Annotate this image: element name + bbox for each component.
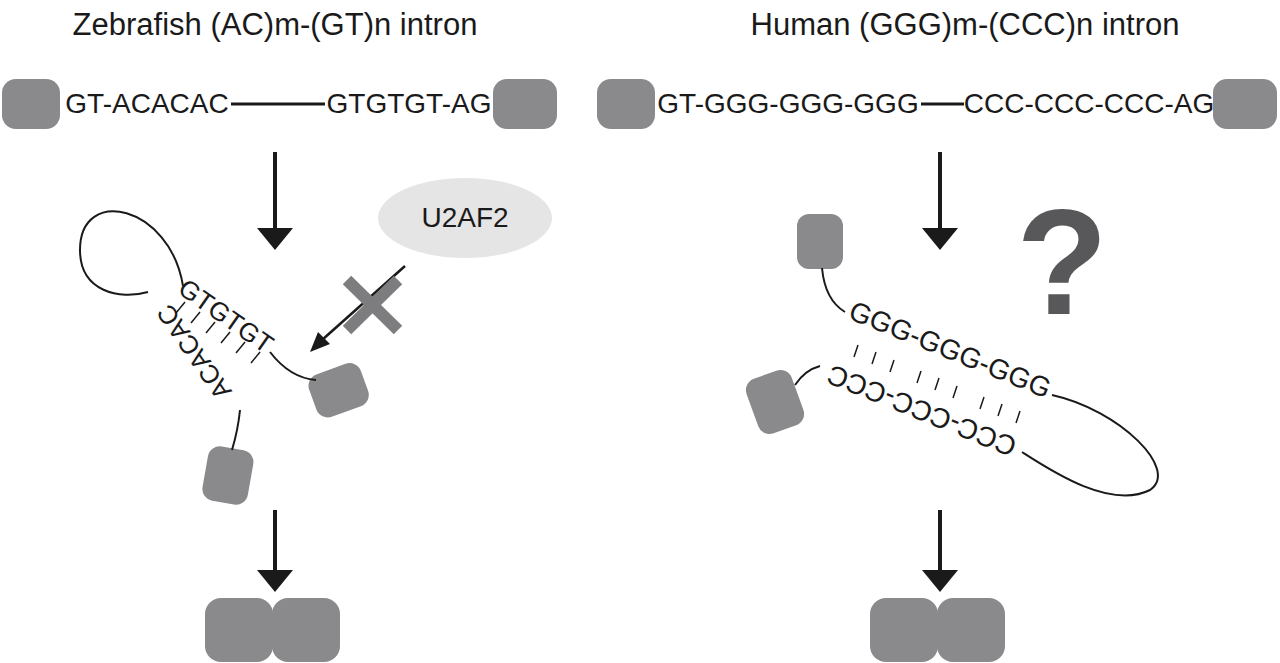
exon <box>1213 79 1277 129</box>
panel-title: Human (GGG)m-(CCC)n intron <box>751 9 1180 40</box>
sequence-text: CCC-CCC-CCC-AG <box>964 90 1214 118</box>
sequence-text: GT-ACACAC <box>65 90 228 118</box>
exon <box>205 598 273 662</box>
strand <box>232 410 240 450</box>
sequence-text: GT-GGG-GGG-GGG <box>657 90 918 118</box>
loop <box>1022 395 1158 495</box>
blocked-binding <box>310 266 405 352</box>
panel-title: Zebrafish (AC)m-(GT)n intron <box>73 9 478 40</box>
intron-line <box>921 103 964 106</box>
intron-line <box>231 103 325 106</box>
exon <box>493 79 557 129</box>
question-mark: ? <box>1016 187 1108 337</box>
strand <box>270 352 316 380</box>
exon <box>272 598 340 662</box>
loop <box>80 211 183 295</box>
strand <box>822 268 845 312</box>
exon <box>870 598 938 662</box>
exons <box>2 79 1277 662</box>
exon <box>305 360 372 421</box>
exon <box>743 367 808 438</box>
sequence-text: GTGTGT-AG <box>327 90 492 118</box>
protein-name: U2AF2 <box>378 178 552 258</box>
exon <box>937 598 1005 662</box>
exon <box>2 79 60 129</box>
exon <box>797 214 843 269</box>
exon <box>597 79 655 129</box>
strand <box>795 366 820 385</box>
exon <box>200 444 255 506</box>
protein-ellipse: U2AF2 <box>378 178 552 258</box>
intron-lines <box>80 104 1158 495</box>
